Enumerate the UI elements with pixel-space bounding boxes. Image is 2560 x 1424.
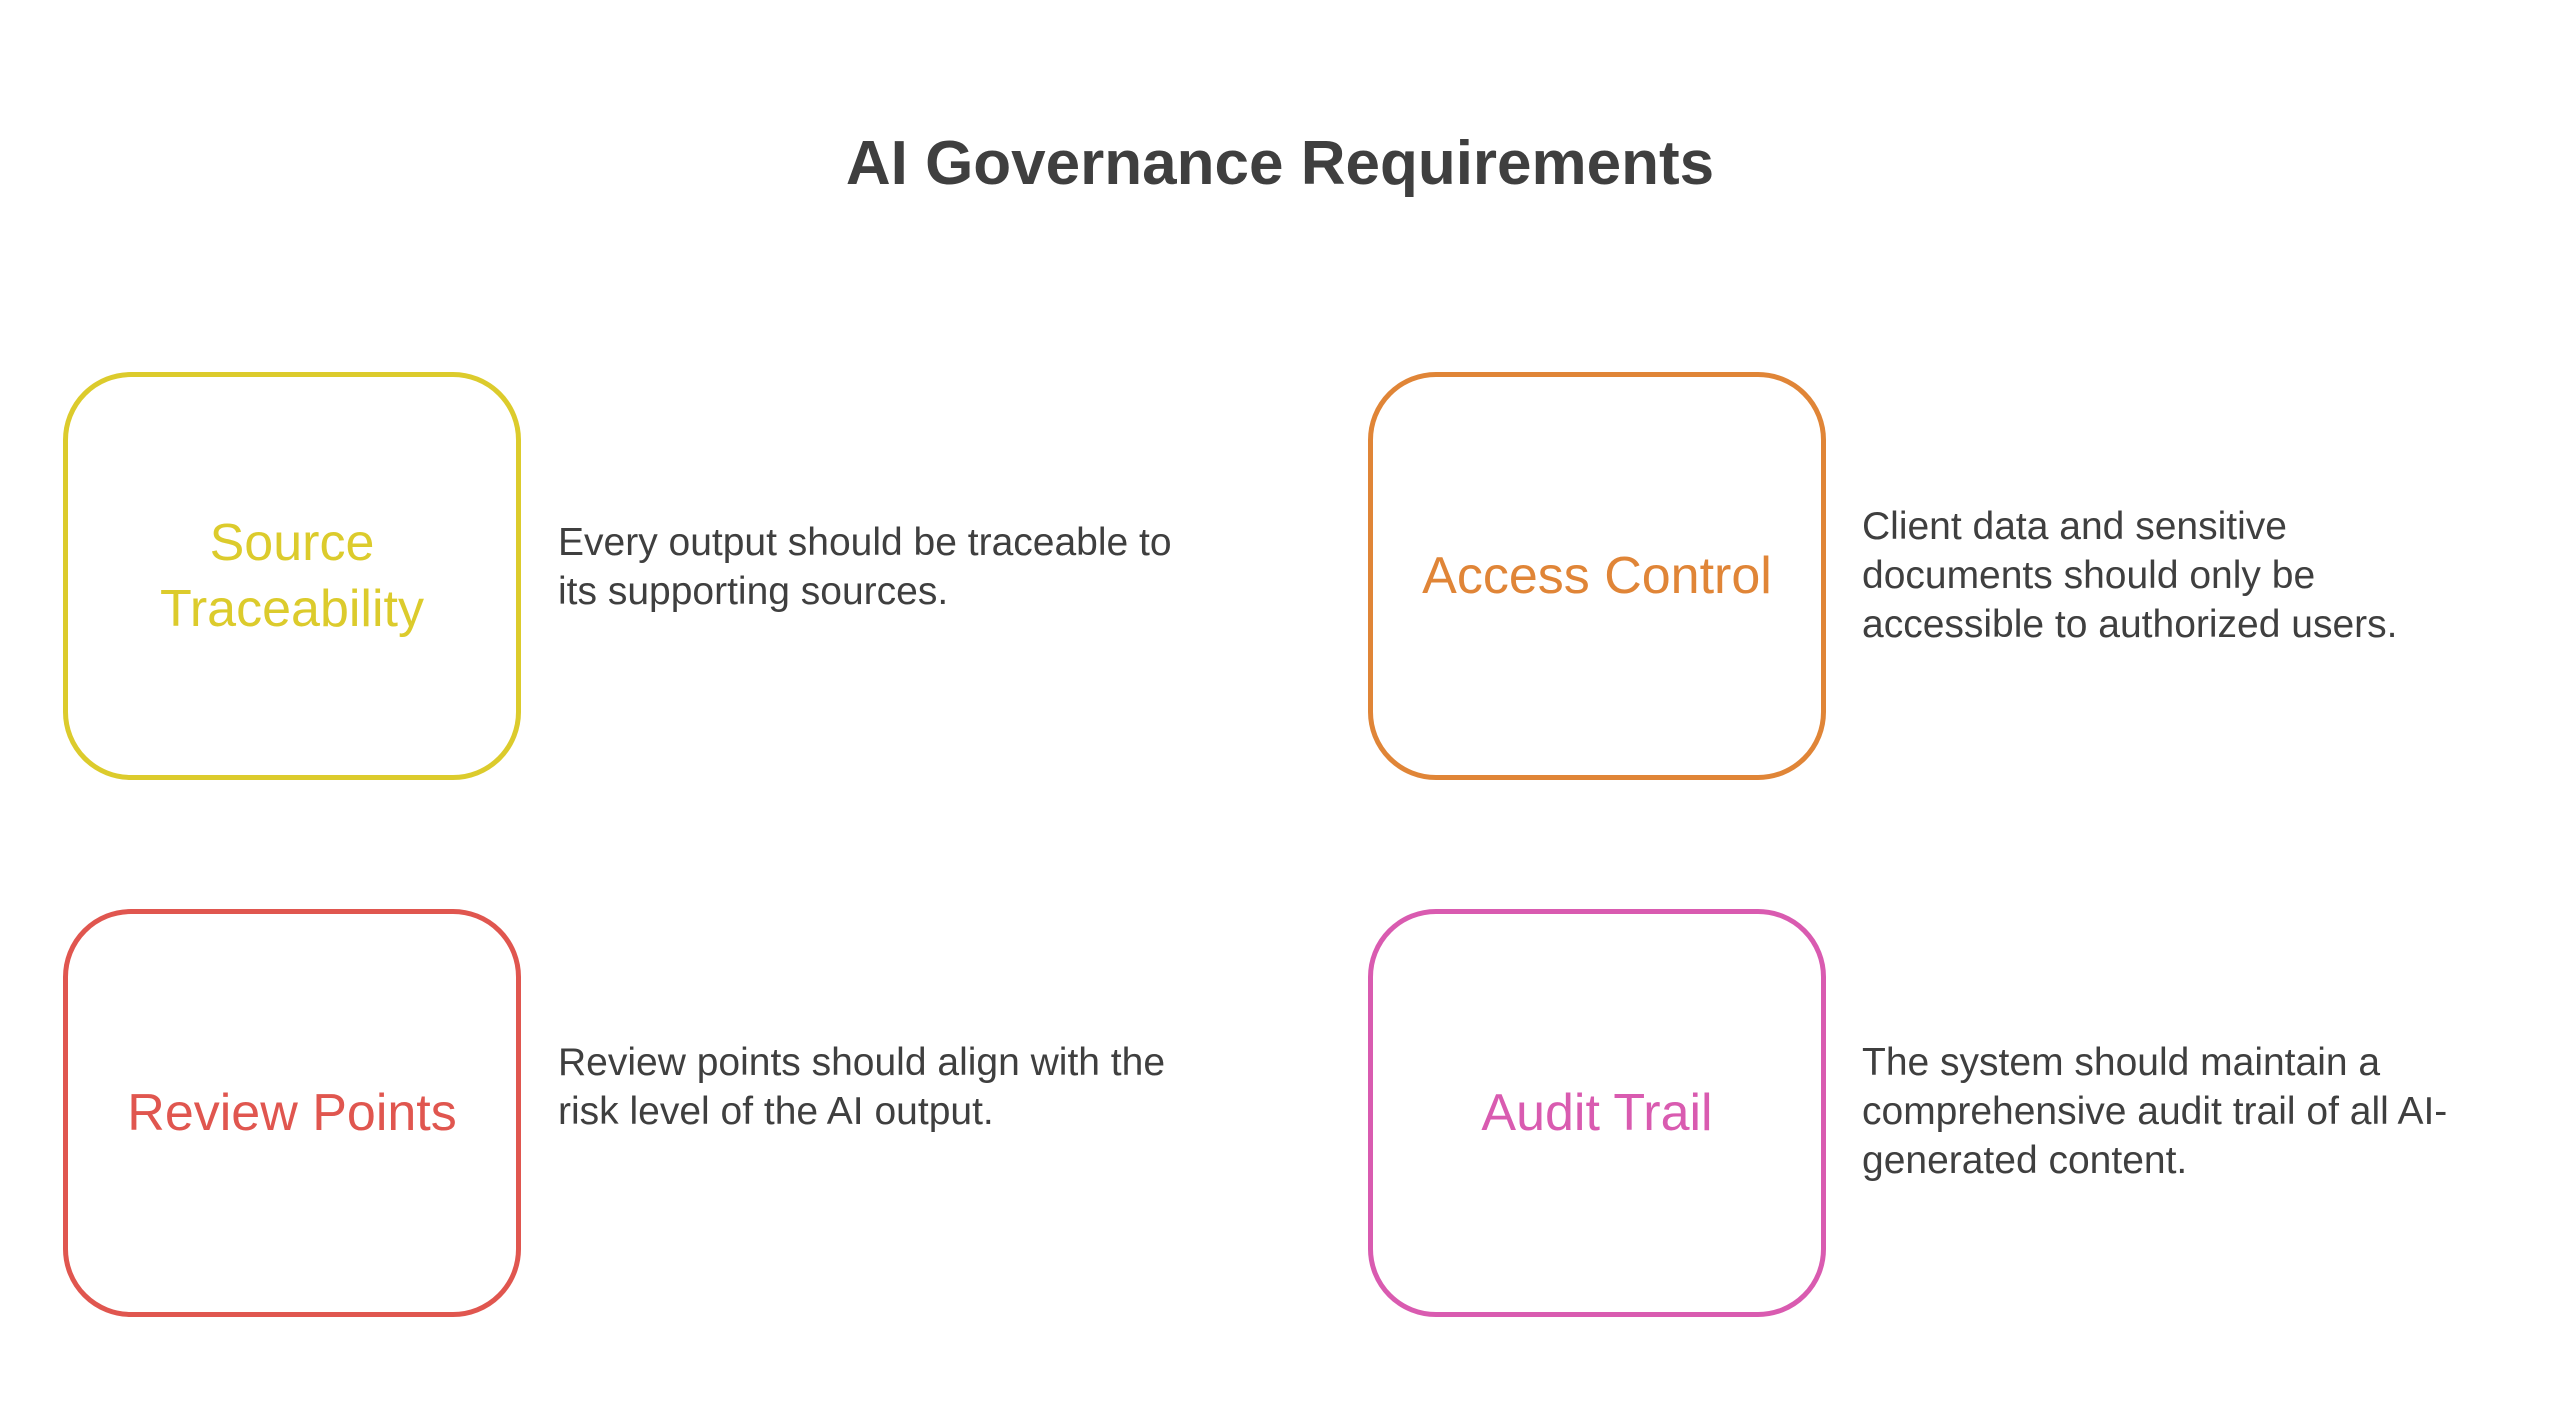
source-traceability-description: Every output should be traceable to its …: [558, 518, 1238, 616]
description-line: generated content.: [1862, 1139, 2188, 1182]
source-traceability-card: Source Traceability: [63, 372, 521, 780]
card-label-line: Access Control: [1422, 547, 1772, 605]
card-label-line: Review Points: [127, 1084, 457, 1142]
access-control-card: Access Control: [1368, 372, 1826, 780]
audit-trail-label: Audit Trail: [1461, 1080, 1732, 1146]
description-line: Every output should be traceable to: [558, 521, 1172, 564]
description-line: The system should maintain a: [1862, 1041, 2381, 1084]
description-line: risk level of the AI output.: [558, 1090, 994, 1133]
card-label-line: Audit Trail: [1481, 1084, 1713, 1142]
description-line: comprehensive audit trail of all AI-: [1862, 1090, 2448, 1133]
description-line: Review points should align with the: [558, 1041, 1166, 1084]
review-points-description: Review points should align with the risk…: [558, 1038, 1238, 1136]
card-label-line: Traceability: [160, 580, 424, 638]
card-label-line: Source: [209, 514, 375, 572]
diagram-title: AI Governance Requirements: [845, 129, 1715, 198]
audit-trail-card: Audit Trail: [1368, 909, 1826, 1317]
description-line: its supporting sources.: [558, 570, 949, 613]
description-line: accessible to authorized users.: [1862, 603, 2398, 646]
description-line: Client data and sensitive: [1862, 505, 2287, 548]
access-control-label: Access Control: [1402, 543, 1792, 609]
review-points-label: Review Points: [107, 1080, 476, 1146]
source-traceability-label: Source Traceability: [140, 510, 444, 642]
audit-trail-description: The system should maintain a comprehensi…: [1862, 1038, 2532, 1185]
review-points-card: Review Points: [63, 909, 521, 1317]
access-control-description: Client data and sensitive documents shou…: [1862, 502, 2532, 649]
description-line: documents should only be: [1862, 554, 2316, 597]
